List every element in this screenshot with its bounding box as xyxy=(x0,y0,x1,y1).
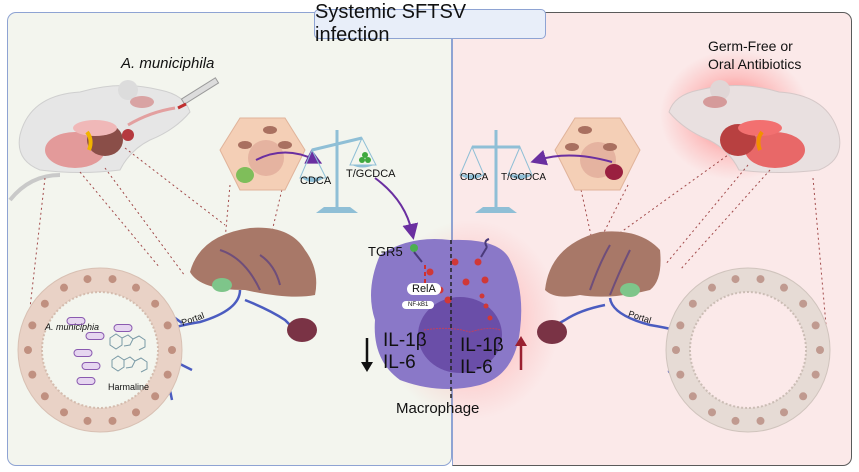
virion-icon xyxy=(479,293,485,299)
epithelial-nucleus xyxy=(799,392,808,401)
epithelial-nucleus xyxy=(780,283,788,292)
epithelial-nucleus xyxy=(151,392,160,401)
harmaline-label: Harmaline xyxy=(108,382,150,392)
epithelial-nucleus xyxy=(83,275,92,284)
epithelial-nucleus xyxy=(132,408,140,417)
epithelial-nucleus xyxy=(688,299,697,308)
virion-icon xyxy=(474,258,482,266)
mouse-right-icon xyxy=(668,80,841,173)
epithelial-nuclei xyxy=(24,275,824,425)
epithelial-nucleus xyxy=(28,321,37,330)
harmaline-molecule-icon xyxy=(109,333,148,373)
epithelial-nucleus xyxy=(731,275,740,284)
epithelial-nucleus xyxy=(24,346,32,354)
epithelial-nucleus xyxy=(132,283,140,292)
epithelial-nucleus xyxy=(676,370,685,379)
syringe-icon xyxy=(177,77,220,110)
epithelial-nucleus xyxy=(780,408,788,417)
tgcdca-label-right: T/GCDCA xyxy=(501,172,546,183)
macrophage-cell-icon xyxy=(371,238,522,389)
figure-title: Systemic SFTSV infection xyxy=(314,1,546,46)
bile-acid-export-arrow xyxy=(255,149,323,164)
hepatocyte-left-icon xyxy=(219,117,306,191)
gut-bacteria-label: A. municiphia xyxy=(45,322,100,332)
epithelial-nucleus xyxy=(756,275,765,284)
epithelial-nucleus xyxy=(811,370,820,379)
epithelial-nucleus xyxy=(108,275,117,284)
virion-icon xyxy=(462,278,470,286)
rela-label: RelA xyxy=(407,283,441,295)
il1b-label-left: IL-1β xyxy=(383,330,427,351)
epithelial-nucleus xyxy=(40,392,49,401)
virion-icon xyxy=(426,268,434,276)
zoom-lines-right xyxy=(579,149,827,326)
epithelial-nucleus xyxy=(83,416,92,425)
bacterium-icon xyxy=(66,317,86,325)
zoom-lines-left xyxy=(27,147,284,326)
hepatocyte-right-icon xyxy=(554,117,641,191)
virion-icon xyxy=(444,296,452,304)
epithelial-nucleus xyxy=(60,283,68,292)
receptor-right xyxy=(480,238,490,258)
bile-acid-export-arrow-right xyxy=(530,149,613,166)
virion-icon xyxy=(483,303,489,309)
epithelial-nucleus xyxy=(168,346,176,354)
epithelial-nucleus xyxy=(676,321,685,330)
balance-scale-left-icon xyxy=(299,130,377,213)
epithelial-nucleus xyxy=(163,321,172,330)
il6-label-right: IL-6 xyxy=(460,357,493,378)
epithelial-nucleus xyxy=(816,346,824,354)
epithelial-nucleus xyxy=(40,299,49,308)
epithelial-nucleus xyxy=(811,321,820,330)
tgr5-activation-arrow xyxy=(374,177,419,240)
right-panel-heading-line1: Germ-Free or xyxy=(708,38,793,54)
bacterium-icon xyxy=(73,349,93,357)
epithelial-nucleus xyxy=(731,416,740,425)
akkermansia-bacteria xyxy=(66,317,133,385)
bacterium-icon xyxy=(81,362,101,370)
bacterium-icon xyxy=(85,332,105,340)
virion-icon xyxy=(481,276,489,284)
nfkb1-label: NF-kB1 xyxy=(402,301,435,309)
epithelial-nucleus xyxy=(708,408,716,417)
liver-right-icon xyxy=(545,231,661,297)
virion-icon xyxy=(487,315,493,321)
epithelial-nucleus xyxy=(60,408,68,417)
epithelial-nucleus xyxy=(799,299,808,308)
epithelial-nucleus xyxy=(708,283,716,292)
tgr5-label: TGR5 xyxy=(368,244,403,259)
tgr5-ligand-dot xyxy=(410,244,418,252)
epithelial-nucleus xyxy=(688,392,697,401)
macrophage-label: Macrophage xyxy=(396,400,480,417)
il1b-label-right: IL-1β xyxy=(460,335,504,356)
epithelial-nucleus xyxy=(108,416,117,425)
epithelial-nucleus xyxy=(163,370,172,379)
spleen-left-icon xyxy=(287,318,317,342)
down-arrow-icon xyxy=(361,338,373,372)
il6-label-left: IL-6 xyxy=(383,352,416,373)
epithelial-nucleus xyxy=(151,299,160,308)
bacterium-icon xyxy=(113,324,133,332)
balance-scale-right-icon xyxy=(459,130,533,213)
left-panel-heading: A. municiphila xyxy=(121,55,215,72)
gut-cross-section-left-icon xyxy=(17,267,183,433)
tgr5-receptor xyxy=(413,251,423,263)
cdca-label-right: CDCA xyxy=(460,172,489,183)
mouse-left-icon xyxy=(8,80,191,202)
right-panel-heading-line2: Oral Antibiotics xyxy=(708,56,802,72)
gut-cross-section-right-icon xyxy=(665,267,831,433)
spleen-right-icon xyxy=(537,320,567,344)
epithelial-nucleus xyxy=(672,346,680,354)
epithelial-nucleus xyxy=(756,416,765,425)
up-arrow-icon xyxy=(515,336,527,370)
epithelial-nucleus xyxy=(28,370,37,379)
virion-icon xyxy=(451,258,459,266)
cdca-label-left: CDCA xyxy=(300,175,332,187)
tgcdca-label-left: T/GCDCA xyxy=(346,168,396,180)
bacterium-icon xyxy=(76,377,96,385)
liver-left-icon xyxy=(190,227,317,297)
